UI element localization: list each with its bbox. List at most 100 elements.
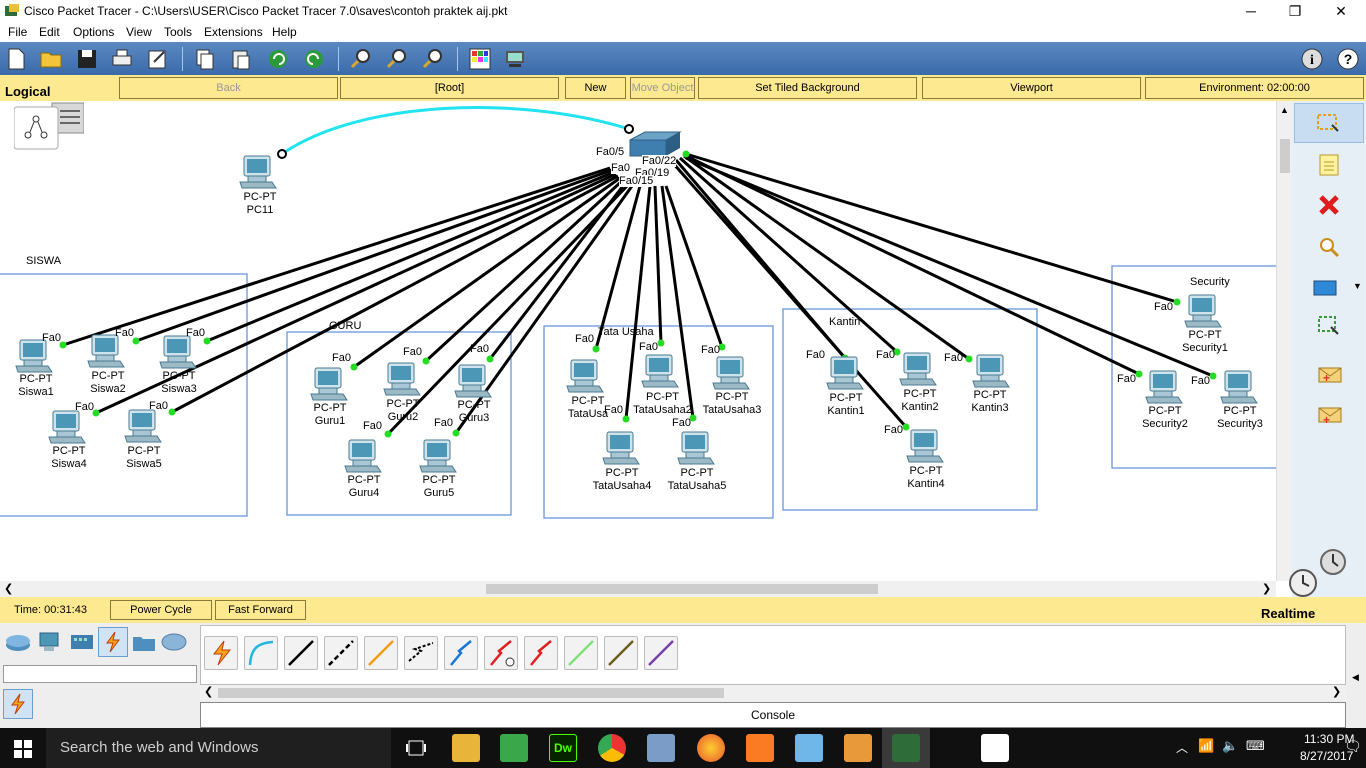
environment-button[interactable]: Environment: 02:00:00 bbox=[1145, 77, 1364, 99]
wifi-icon[interactable]: 📶 bbox=[1198, 738, 1215, 753]
save-icon[interactable] bbox=[75, 47, 99, 71]
chrome-taskbar-icon[interactable] bbox=[598, 734, 626, 762]
vertical-scroll-thumb[interactable] bbox=[1280, 139, 1290, 173]
add-simple-pdu-icon[interactable]: + bbox=[1317, 363, 1343, 385]
undo-icon[interactable] bbox=[266, 47, 290, 71]
volume-icon[interactable]: 🔈 bbox=[1222, 738, 1239, 753]
clock-date[interactable]: 8/27/2017 bbox=[1300, 749, 1354, 763]
miscellaneous-category-icon[interactable] bbox=[130, 629, 158, 655]
maximize-button[interactable]: ❐ bbox=[1288, 3, 1302, 19]
power-cycle-devices-button[interactable]: Power Cycle Devices bbox=[110, 600, 212, 634]
collapse-panel-arrow-icon[interactable]: ◀ bbox=[1352, 672, 1359, 682]
close-window-button[interactable]: ✕ bbox=[1335, 3, 1347, 19]
coaxial-cable-button[interactable] bbox=[444, 636, 478, 670]
zoom-in-icon[interactable] bbox=[349, 47, 373, 71]
paint-taskbar-icon[interactable] bbox=[647, 734, 675, 762]
scroll-left-arrow-icon[interactable]: ❮ bbox=[204, 686, 214, 698]
delete-icon[interactable] bbox=[1317, 193, 1341, 217]
notifications-icon[interactable]: 🗨 bbox=[1344, 738, 1362, 754]
copy-icon[interactable] bbox=[193, 47, 217, 71]
selected-connection-type[interactable] bbox=[3, 689, 33, 719]
canvas-horizontal-scrollbar[interactable]: ❮ ❯ bbox=[0, 581, 1276, 597]
copper-cross-over-button[interactable] bbox=[324, 636, 358, 670]
root-button[interactable]: [Root] bbox=[340, 77, 559, 99]
multiuser-connection-icon[interactable] bbox=[160, 629, 188, 655]
zoom-reset-icon[interactable] bbox=[385, 47, 409, 71]
resize-shape-icon[interactable] bbox=[1317, 315, 1341, 337]
windows-start-icon[interactable] bbox=[14, 740, 32, 758]
logical-tab[interactable] bbox=[0, 77, 115, 101]
select-icon[interactable] bbox=[1316, 113, 1340, 133]
iot-custom-cable-button[interactable] bbox=[604, 636, 638, 670]
device-search-field[interactable] bbox=[3, 665, 197, 683]
custom-device-icon[interactable] bbox=[503, 47, 527, 71]
media-player-taskbar-icon[interactable] bbox=[844, 734, 872, 762]
draw-shape-icon[interactable] bbox=[1312, 279, 1338, 297]
logical-workspace-canvas[interactable]: SISWA GURU Tata Usaha Kantin Security Fa… bbox=[0, 101, 1276, 581]
serial-dce-button[interactable] bbox=[484, 636, 518, 670]
zoom-out-icon[interactable] bbox=[421, 47, 445, 71]
help-question-icon[interactable]: ? bbox=[1336, 47, 1360, 71]
scroll-left-arrow-icon[interactable]: ❮ bbox=[4, 583, 14, 595]
scroll-up-arrow-icon[interactable]: ▲ bbox=[1280, 105, 1289, 115]
show-hidden-icons-icon[interactable]: ︿ bbox=[1176, 741, 1189, 755]
notes-taskbar-icon[interactable] bbox=[795, 734, 823, 762]
clock-time[interactable]: 11:30 PM bbox=[1304, 732, 1355, 746]
scroll-right-arrow-icon[interactable]: ❯ bbox=[1332, 686, 1342, 698]
taskbar-search-box[interactable]: Search the web and Windows bbox=[46, 728, 391, 768]
palette-icon[interactable] bbox=[468, 47, 492, 71]
copper-straight-through-button[interactable] bbox=[284, 636, 318, 670]
info-icon[interactable]: i bbox=[1300, 47, 1324, 71]
photos-taskbar-icon[interactable] bbox=[981, 734, 1009, 762]
back-button[interactable]: Back bbox=[119, 77, 338, 99]
menu-options[interactable]: Options bbox=[73, 25, 115, 39]
menu-tools[interactable]: Tools bbox=[164, 25, 193, 39]
packet-tracer-taskbar-icon[interactable] bbox=[892, 734, 920, 762]
paste-icon[interactable] bbox=[229, 47, 253, 71]
realtime-mode-label[interactable]: Realtime bbox=[1261, 606, 1316, 621]
minimize-button[interactable]: ─ bbox=[1246, 3, 1256, 19]
inspect-icon[interactable] bbox=[1317, 235, 1341, 259]
camtasia-taskbar-icon[interactable] bbox=[500, 734, 528, 762]
new-file-icon[interactable] bbox=[4, 47, 28, 71]
phone-cable-button[interactable] bbox=[404, 636, 438, 670]
menu-help[interactable]: Help bbox=[272, 25, 297, 39]
open-folder-icon[interactable] bbox=[39, 47, 63, 71]
auto-connection-button[interactable] bbox=[204, 636, 238, 670]
menu-edit[interactable]: Edit bbox=[39, 25, 60, 39]
select-tool-active[interactable] bbox=[1294, 103, 1364, 143]
connection-list-scroll-thumb[interactable] bbox=[218, 688, 724, 698]
keyboard-icon[interactable]: ⌨ bbox=[1246, 738, 1265, 753]
components-category-icon[interactable] bbox=[68, 629, 96, 655]
shape-dropdown-arrow-icon[interactable]: ▼ bbox=[1353, 281, 1362, 291]
logical-navigation-icon[interactable] bbox=[14, 101, 84, 151]
move-object-button[interactable]: Move Object bbox=[630, 77, 695, 99]
menu-extensions[interactable]: Extensions bbox=[204, 25, 263, 39]
add-complex-pdu-icon[interactable]: + bbox=[1317, 403, 1343, 427]
file-explorer-taskbar-icon[interactable] bbox=[452, 734, 480, 762]
canvas-vertical-scrollbar[interactable]: ▲ bbox=[1276, 101, 1292, 581]
network-devices-category-icon[interactable] bbox=[4, 629, 32, 655]
print-icon[interactable] bbox=[110, 47, 134, 71]
firefox-taskbar-icon[interactable] bbox=[697, 734, 725, 762]
menu-file[interactable]: File bbox=[8, 25, 28, 39]
note-icon[interactable] bbox=[1318, 153, 1340, 177]
connections-category-icon[interactable] bbox=[101, 630, 125, 654]
viewport-button[interactable]: Viewport bbox=[922, 77, 1141, 99]
